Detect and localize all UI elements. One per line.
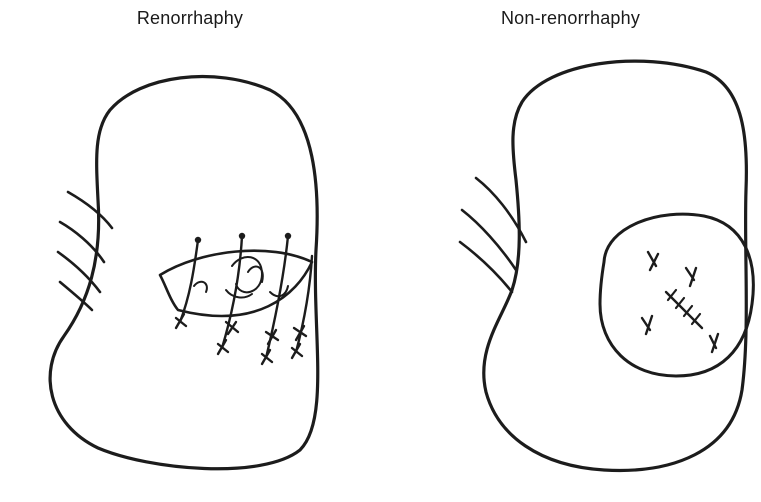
renorrhaphy-kidney [50, 77, 318, 469]
kidney-outline-right [484, 61, 747, 470]
hemostatic-patch-and-stitches [600, 214, 753, 376]
renorrhaphy-defect-and-sutures [160, 233, 312, 364]
kidney-outline-left [50, 77, 318, 469]
renal-hilum-vessels-left [58, 192, 112, 310]
hemostatic-patch [600, 214, 753, 376]
non-renorrhaphy-kidney [484, 61, 747, 470]
